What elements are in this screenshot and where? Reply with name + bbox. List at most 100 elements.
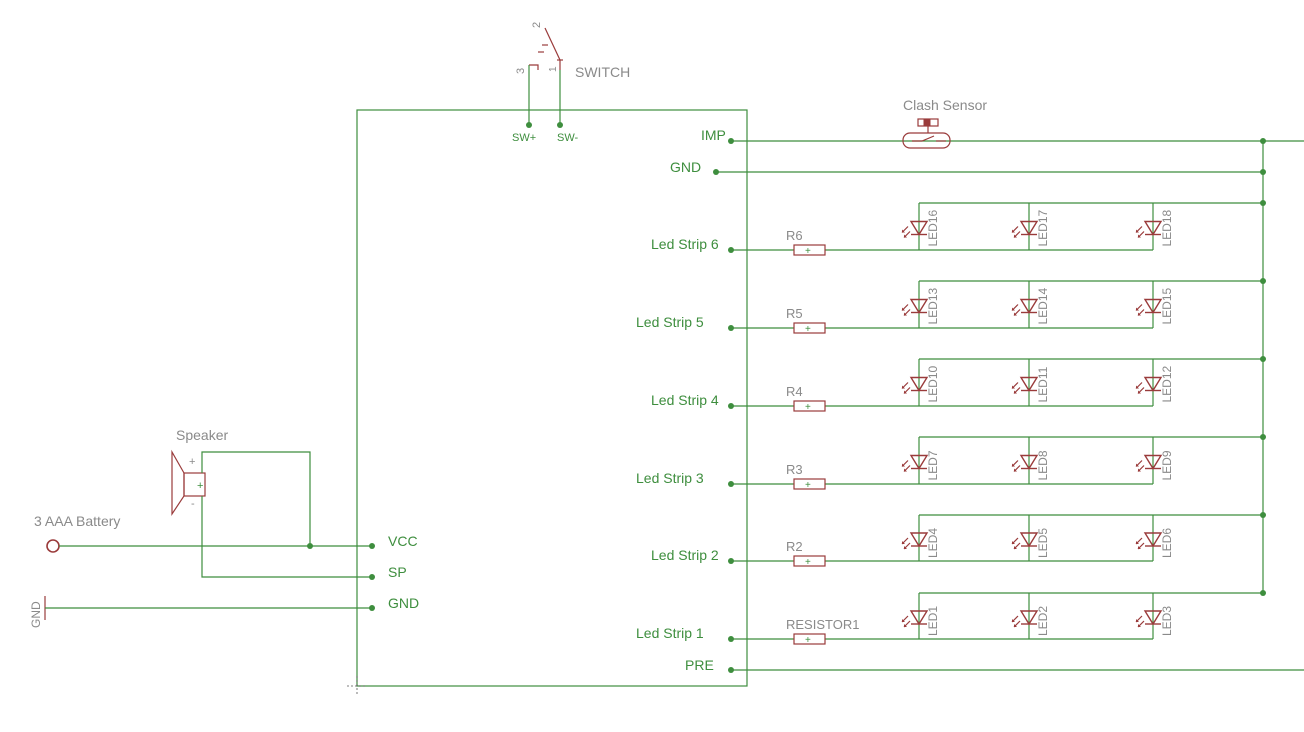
led-label: LED4: [926, 528, 940, 558]
led-arrow-head: [1014, 624, 1017, 627]
led-arrow-head: [1014, 390, 1017, 394]
battery-name: 3 AAA Battery: [34, 513, 120, 529]
led-diode-icon: [1019, 532, 1039, 548]
led-arrow-head: [902, 619, 905, 622]
speaker-plus-wire: [201, 451, 311, 546]
pin-label-vcc: VCC: [388, 533, 418, 549]
led-arrow-head: [1138, 390, 1141, 394]
led-diode-icon: [909, 220, 929, 236]
resistor-symbol: [793, 633, 826, 645]
led-arrow-head: [1012, 541, 1015, 544]
resistor-label: R5: [786, 306, 803, 321]
led-label: LED14: [1036, 287, 1050, 324]
origin-cross: [347, 676, 367, 696]
led-label: LED8: [1036, 450, 1050, 480]
resistor-plus-mark: +: [805, 324, 811, 335]
speaker-minus-label: -: [191, 498, 195, 510]
led-arrow-head: [1136, 463, 1139, 467]
led-label: LED15: [1160, 287, 1174, 324]
battery-terminal: [46, 539, 60, 553]
speaker-name: Speaker: [176, 427, 228, 443]
led-arrow-head: [1138, 624, 1141, 627]
pin-label-led-strip: Led Strip 1: [636, 625, 704, 641]
resistor-symbol: [793, 400, 826, 412]
led-arrow-head: [904, 234, 907, 238]
led-diode-icon: [1143, 454, 1163, 470]
junction-dot: [1260, 138, 1266, 144]
clash-sensor-symbol: [902, 118, 951, 149]
switch-pin-label: 2: [531, 22, 543, 28]
junction-dot: [307, 543, 313, 549]
led-arrow-head: [902, 541, 905, 544]
resistor-plus-mark: +: [805, 480, 811, 491]
pin-label-led-strip: Led Strip 3: [636, 470, 704, 486]
led-diode-icon: [1143, 298, 1163, 314]
junction-dot: [369, 574, 375, 580]
resistor-label: R4: [786, 384, 803, 399]
switch-name: SWITCH: [575, 64, 630, 80]
switch-symbol: [529, 27, 563, 70]
resistor-label: RESISTOR1: [786, 617, 859, 632]
led-arrow-head: [1138, 468, 1141, 472]
led-label: LED5: [1036, 528, 1050, 558]
led-arrow-head: [1014, 468, 1017, 472]
led-arrow-head: [904, 390, 907, 394]
led-diode-icon: [909, 376, 929, 392]
led-arrow-head: [1136, 307, 1139, 311]
led-arrow-head: [902, 463, 905, 467]
resistor-label: R2: [786, 539, 803, 554]
led-diode-icon: [1143, 610, 1163, 626]
pin-label-led-strip: Led Strip 4: [651, 392, 719, 408]
led-arrow-head: [902, 307, 905, 311]
resistor-label: R6: [786, 228, 803, 243]
led-label: LED7: [926, 450, 940, 480]
pin-label-led-strip: Led Strip 2: [651, 547, 719, 563]
led-label: LED12: [1160, 365, 1174, 402]
junction-dot: [526, 122, 532, 128]
main-module-box: [356, 109, 748, 687]
junction-dot: [557, 122, 563, 128]
led-arrow-head: [1012, 229, 1015, 233]
resistor-plus-mark: +: [805, 635, 811, 646]
led-label: LED18: [1160, 209, 1174, 246]
resistor-symbol: [793, 322, 826, 334]
led-diode-icon: [909, 610, 929, 626]
pin-label-sw-plus: SW+: [512, 132, 536, 144]
speaker-plus-label: +: [189, 456, 195, 468]
pin-label-gnd-right: GND: [670, 159, 701, 175]
led-label: LED6: [1160, 528, 1174, 558]
led-diode-icon: [909, 532, 929, 548]
led-arrow-head: [904, 624, 907, 627]
led-arrow-head: [1138, 312, 1141, 316]
resistor-label: R3: [786, 462, 803, 477]
led-arrow-head: [904, 312, 907, 316]
resistor-symbol: [793, 244, 826, 256]
led-arrow-head: [902, 385, 905, 389]
pin-label-imp: IMP: [701, 127, 726, 143]
junction-dot: [1260, 356, 1266, 362]
junction-dot: [369, 543, 375, 549]
led-diode-icon: [1019, 454, 1039, 470]
junction-dot: [1260, 434, 1266, 440]
led-diode-icon: [1143, 220, 1163, 236]
switch-pin-label: 1: [548, 66, 559, 72]
led-label: LED13: [926, 287, 940, 324]
led-diode-icon: [1019, 298, 1039, 314]
led-label: LED9: [1160, 450, 1174, 480]
pin-label-sw-minus: SW-: [557, 132, 579, 144]
led-arrow-head: [1138, 234, 1141, 238]
ground-symbol-label: GND: [29, 601, 43, 628]
speaker-center-plus: +: [197, 480, 203, 492]
led-label: LED11: [1036, 366, 1050, 402]
led-arrow-head: [904, 546, 907, 549]
led-arrow-head: [1012, 385, 1015, 389]
led-arrow-head: [1014, 546, 1017, 549]
junction-dot: [1260, 169, 1266, 175]
speaker-symbol: [171, 449, 206, 516]
led-arrow-head: [1136, 385, 1139, 389]
led-diode-icon: [909, 454, 929, 470]
pin-label-led-strip: Led Strip 5: [636, 314, 704, 330]
led-label: LED3: [1160, 606, 1174, 636]
junction-dot: [1260, 278, 1266, 284]
